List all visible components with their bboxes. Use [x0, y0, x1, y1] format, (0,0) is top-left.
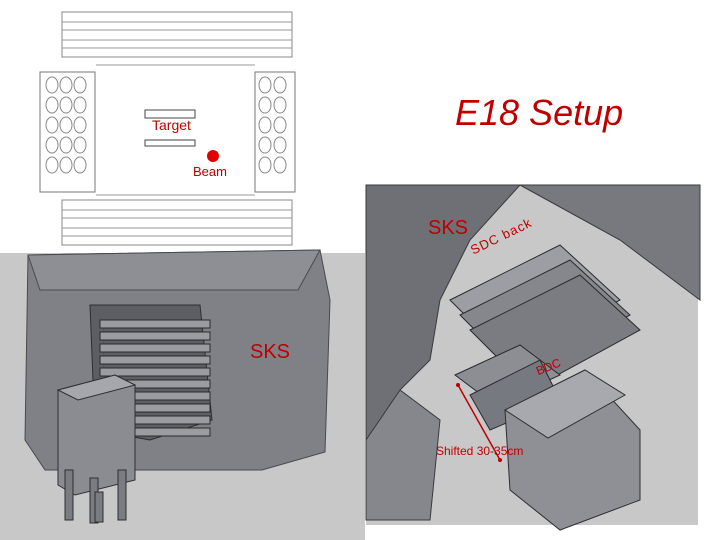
sks-label-left: SKS: [250, 341, 291, 363]
left-detector-stack: [99, 319, 211, 437]
left-render: [0, 249, 365, 540]
sks-label-top: SKS: [428, 217, 469, 239]
support-legs: [64, 469, 127, 524]
beam-label: Beam: [193, 164, 227, 179]
page-title: E18 Setup: [455, 92, 624, 133]
sdc-back-detector: [449, 244, 641, 391]
right-render: [365, 184, 701, 531]
beam-dot: [207, 150, 219, 162]
target-label: Target: [152, 117, 191, 133]
schematic-top-view: [39, 11, 296, 246]
shifted-label: Shifted 30-35cm: [436, 444, 524, 458]
